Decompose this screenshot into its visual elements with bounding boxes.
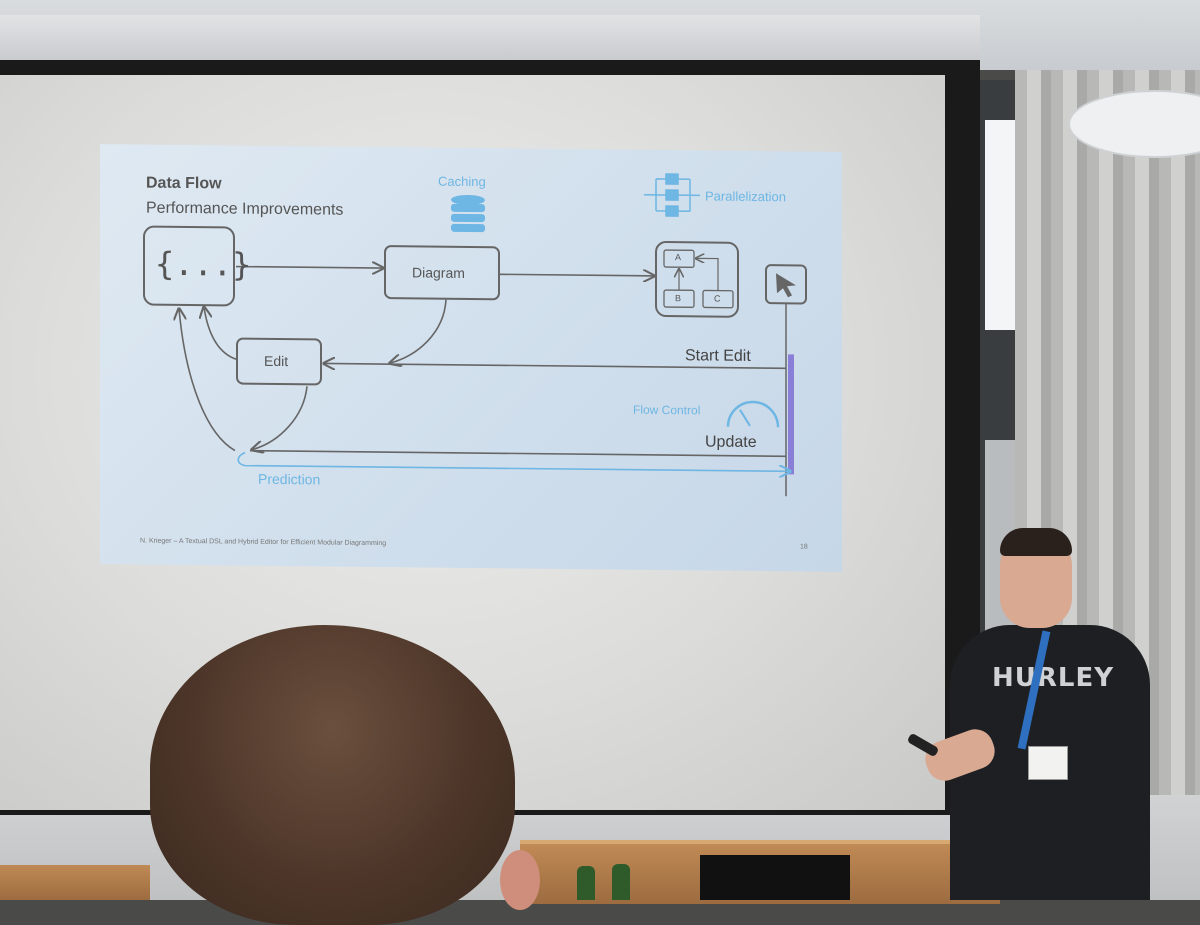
source-code-symbol: {...} (155, 244, 252, 284)
data-flow-diagram (143, 173, 807, 497)
diagram-label: Diagram (412, 264, 465, 281)
parallelization-icon (644, 173, 700, 217)
node-a-label: A (675, 252, 682, 263)
source-code-box (143, 225, 235, 307)
slide-page-number: 18 (800, 543, 808, 551)
presentation-slide: Data Flow Performance Improvements Cachi… (100, 144, 842, 572)
start-edit-label: Start Edit (685, 347, 751, 365)
node-c-label: C (714, 293, 721, 304)
prediction-label: Prediction (258, 470, 321, 488)
slide-subtitle: Performance Improvements (146, 199, 344, 219)
flow-control-label: Flow Control (633, 402, 701, 418)
cursor-icon (765, 264, 807, 305)
name-badge (1028, 746, 1068, 780)
ceiling-lamp (1068, 90, 1200, 158)
database-icon (451, 194, 485, 233)
screen-housing (0, 15, 980, 60)
speaker-hair (1000, 528, 1072, 556)
water-bottle (577, 866, 595, 900)
edit-label: Edit (264, 352, 289, 370)
timeline-active-bar (788, 354, 794, 475)
caching-label: Caching (438, 173, 486, 190)
window-pane (985, 120, 1020, 330)
water-bottle (612, 864, 630, 900)
speedometer-icon (726, 400, 780, 428)
diagram-box (384, 245, 500, 301)
edit-box (236, 337, 322, 386)
parallelization-label: Parallelization (705, 188, 786, 205)
audience-head (150, 625, 515, 925)
update-label: Update (705, 433, 757, 451)
rendered-diagram-box (655, 241, 739, 318)
monitor (700, 855, 850, 900)
slide-title: Data Flow (146, 174, 222, 193)
audience-ear (500, 850, 540, 910)
node-b-label: B (675, 293, 682, 304)
cabinet (0, 865, 150, 900)
shirt-print: HURLEY (992, 663, 1115, 693)
